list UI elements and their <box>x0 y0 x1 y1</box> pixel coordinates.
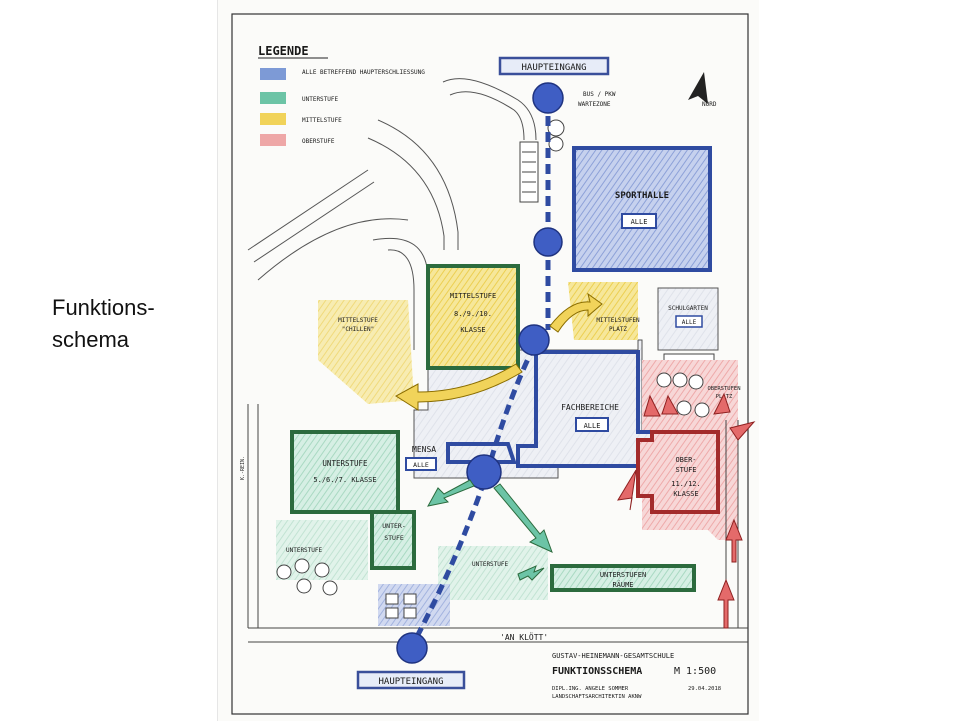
node-sporthalle <box>533 227 563 257</box>
legend: LEGENDE ALLE BETREFFEND HAUPTERSCHLIESSU… <box>258 44 425 146</box>
mittelstufe-line-2: 8./9./10. <box>454 310 492 318</box>
mensa-alle-text: ALLE <box>413 461 429 469</box>
trees-unterstufe <box>276 558 338 596</box>
oberstufe-building <box>636 430 720 514</box>
chillen-area <box>318 300 414 404</box>
unterstufe-mid-label: UNTERSTUFE <box>472 561 509 568</box>
unterstufe-line-1: UNTERSTUFE <box>322 459 368 468</box>
side-title: Funktions- schema <box>52 292 155 356</box>
unterstufen-raeume-building <box>550 564 696 592</box>
side-street-label: K.-REIN. <box>240 456 246 480</box>
legend-label-unterstufe: UNTERSTUFE <box>302 96 339 103</box>
nord-label: NORD <box>702 101 717 108</box>
schulgarten-label: SCHULGARTEN <box>668 305 708 312</box>
unterstufe-line-2: 5./6./7. KLASSE <box>313 476 376 484</box>
mensa-outline <box>446 442 517 464</box>
street <box>247 404 748 643</box>
mensa-alle-badge <box>405 457 437 471</box>
unterstufe-small-building <box>370 510 416 570</box>
author-line-2: LANDSCHAFTSARCHITEKTIN AKNW <box>552 694 642 700</box>
plan-date: 29.04.2018 <box>688 686 721 692</box>
fachbereiche-alle-badge <box>575 417 609 432</box>
unterstufe-building <box>290 430 400 514</box>
haupteingang-bottom-box <box>356 670 466 690</box>
arrow-to-unterstufe-icon <box>427 479 475 507</box>
trees-oberstufe <box>656 372 710 418</box>
wartezone-label: WARTEZONE <box>578 101 611 108</box>
legend-title: LEGENDE <box>258 44 309 58</box>
mensa-label: MENSA <box>412 445 436 454</box>
author-line-1: DIPL.ING. ANGELE SOMMER <box>552 686 629 692</box>
bike-parking <box>519 141 539 203</box>
oberstufe-line-4: KLASSE <box>673 490 698 498</box>
legend-label-mittelstufe: MITTELSTUFE <box>302 117 342 124</box>
trees-top <box>547 119 565 152</box>
unterstufen-raeume-line-1: UNTERSTUFEN <box>600 571 646 579</box>
unterstufe-left-label: UNTERSTUFE <box>286 547 323 554</box>
mittelstufe-building <box>426 264 520 370</box>
street-label: 'AN KLÖTT' <box>500 632 548 642</box>
circulation-nodes <box>396 82 564 664</box>
haupteingang-top-box <box>498 56 610 76</box>
school-name: GUSTAV-HEINEMANN-GESAMTSCHULE <box>552 652 674 660</box>
oberstufe-line-1: OBER- <box>675 456 696 464</box>
mittelstufen-platz-line-2: PLATZ <box>609 326 627 333</box>
unterstufe-arrows <box>427 479 553 581</box>
node-mensa <box>466 454 502 490</box>
site-plan: LEGENDE ALLE BETREFFEND HAUPTERSCHLIESSU… <box>231 13 756 715</box>
plan-scale: M 1:500 <box>674 666 716 677</box>
bus-label: BUS / PKW <box>583 91 616 98</box>
legend-swatch-unterstufe <box>260 92 286 104</box>
oberstufen-platz-line-1: OBERSTUFEN <box>707 386 740 392</box>
side-title-line-2: schema <box>52 327 130 352</box>
mittelstufen-platz-area <box>568 282 638 340</box>
schulgarten-alle-badge <box>675 315 703 328</box>
plan-title: FUNKTIONSSCHEMA <box>552 666 642 677</box>
haupteingang-top-label: HAUPTEINGANG <box>521 63 586 73</box>
oberstufe-arrows <box>617 392 756 629</box>
arrow-to-raeume-icon <box>493 483 553 553</box>
title-block: GUSTAV-HEINEMANN-GESAMTSCHULE FUNKTIONSS… <box>552 652 721 700</box>
sporthalle-alle-text: ALLE <box>631 218 648 226</box>
legend-label-oberstufe: OBERSTUFE <box>302 138 335 145</box>
plaza-trees <box>385 593 417 619</box>
sheet-frame <box>231 13 749 715</box>
plan-sheet: LEGENDE ALLE BETREFFEND HAUPTERSCHLIESSU… <box>217 0 759 721</box>
schulgarten-alle-text: ALLE <box>682 319 697 326</box>
legend-label-alle: ALLE BETREFFEND HAUPTERSCHLIESSUNG <box>302 69 425 76</box>
north-arrow-icon: NORD <box>688 72 717 108</box>
unterstufen-raeume-line-2: RÄUME <box>612 580 633 589</box>
side-title-line-1: Funktions- <box>52 295 155 320</box>
oberstufe-line-3: 11./12. <box>671 480 701 488</box>
oberstufe-line-2: STUFE <box>675 466 696 474</box>
sporthalle-building <box>572 146 712 272</box>
legend-swatch-mittelstufe <box>260 113 286 125</box>
fachbereiche-alle-text: ALLE <box>584 422 601 430</box>
mittelstufe-line-3: KLASSE <box>460 326 485 334</box>
access-road <box>247 78 537 350</box>
fachbereiche-label: FACHBEREICHE <box>561 403 619 412</box>
arrow-small-icon <box>517 565 545 581</box>
unterstufe-small-line-2: STUFE <box>384 534 404 542</box>
arrow-to-platz-icon <box>549 292 603 333</box>
mittelstufen-platz-line-1: MITTELSTUFEN <box>596 317 640 324</box>
node-top <box>532 82 564 114</box>
sporthalle-label: SPORTHALLE <box>615 191 669 201</box>
legend-swatch-oberstufe <box>260 134 286 146</box>
mittelstufe-arrows <box>395 292 603 411</box>
sporthalle-alle-badge <box>621 213 657 229</box>
arrow-to-chillen-icon <box>395 363 523 411</box>
haupteingang-bottom-label: HAUPTEINGANG <box>378 677 443 687</box>
unterstufe-small-line-1: UNTER- <box>382 522 405 530</box>
node-bottom <box>396 632 428 664</box>
node-mittelstufe <box>518 324 550 356</box>
chillen-line-2: "CHILLEN" <box>342 326 375 333</box>
mittelstufe-line-1: MITTELSTUFE <box>450 292 496 300</box>
chillen-line-1: MITTELSTUFE <box>338 317 378 324</box>
unterstufe-yard-mid <box>438 546 548 600</box>
legend-swatch-alle <box>260 68 286 80</box>
